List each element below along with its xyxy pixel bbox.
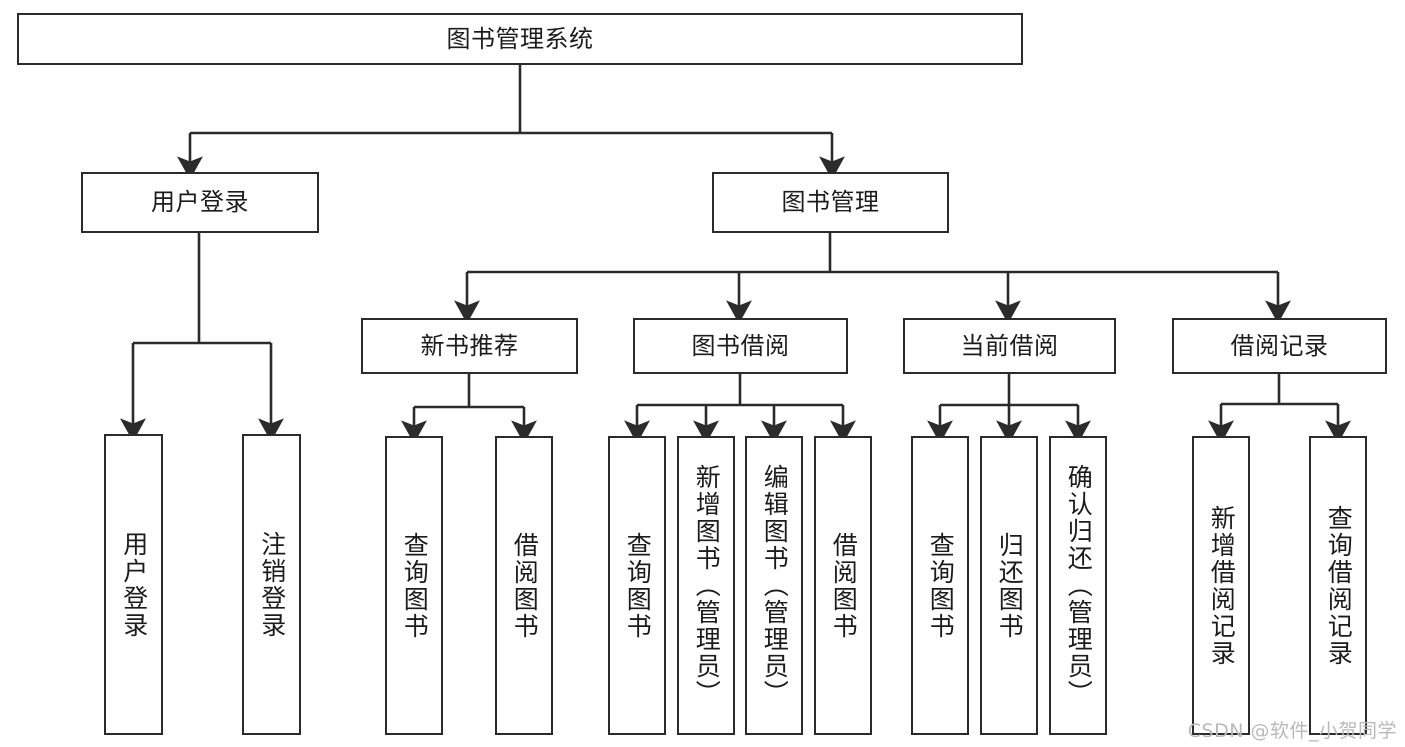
node-label: 借阅记录	[1230, 331, 1329, 360]
node-new-book-recommend[interactable]: 新书推荐	[361, 318, 578, 374]
node-label: 图书管理系统	[446, 24, 594, 53]
node-label: 查询借阅记录	[1324, 504, 1354, 667]
node-label: 借阅图书	[510, 531, 540, 640]
node-label: 图书借阅	[691, 331, 790, 360]
node-label: 新增图书（管理员）	[692, 464, 722, 707]
leaf-query-borrow-record[interactable]: 查询借阅记录	[1309, 436, 1367, 735]
node-book-borrow[interactable]: 图书借阅	[633, 318, 848, 374]
node-book-management[interactable]: 图书管理	[712, 172, 949, 233]
leaf-user-login[interactable]: 用户登录	[104, 434, 163, 735]
leaf-borrow-book-newbook[interactable]: 借阅图书	[495, 436, 553, 735]
node-label: 新增借阅记录	[1207, 504, 1237, 667]
node-label: 注销登录	[257, 530, 287, 639]
leaf-add-borrow-record[interactable]: 新增借阅记录	[1192, 436, 1250, 735]
node-label: 当前借阅	[960, 331, 1059, 360]
node-root[interactable]: 图书管理系统	[17, 13, 1023, 65]
node-label: 查询图书	[623, 531, 653, 640]
node-label: 用户登录	[151, 188, 249, 217]
leaf-confirm-return-admin[interactable]: 确认归还（管理员）	[1049, 436, 1107, 735]
node-label: 借阅图书	[829, 531, 859, 640]
node-label: 确认归还（管理员）	[1064, 464, 1094, 707]
node-borrow-records[interactable]: 借阅记录	[1172, 318, 1387, 374]
node-label: 用户登录	[119, 530, 149, 639]
watermark: CSDN @软件_小贺同学	[1187, 720, 1397, 742]
leaf-query-book-newbook[interactable]: 查询图书	[385, 436, 443, 735]
leaf-edit-book-admin[interactable]: 编辑图书（管理员）	[745, 436, 803, 735]
leaf-logout[interactable]: 注销登录	[242, 434, 301, 735]
node-current-borrow[interactable]: 当前借阅	[903, 318, 1116, 374]
node-user-login[interactable]: 用户登录	[81, 172, 319, 233]
leaf-query-book-current[interactable]: 查询图书	[911, 436, 969, 735]
node-label: 编辑图书（管理员）	[760, 464, 790, 707]
node-label: 新书推荐	[420, 331, 519, 360]
node-label: 查询图书	[400, 531, 430, 640]
node-label: 查询图书	[926, 531, 956, 640]
node-label: 图书管理	[781, 188, 880, 217]
leaf-add-book-admin[interactable]: 新增图书（管理员）	[677, 436, 735, 735]
leaf-query-book-borrow[interactable]: 查询图书	[608, 436, 666, 735]
node-label: 归还图书	[995, 531, 1025, 640]
leaf-return-book[interactable]: 归还图书	[980, 436, 1038, 735]
leaf-borrow-book[interactable]: 借阅图书	[814, 436, 872, 735]
